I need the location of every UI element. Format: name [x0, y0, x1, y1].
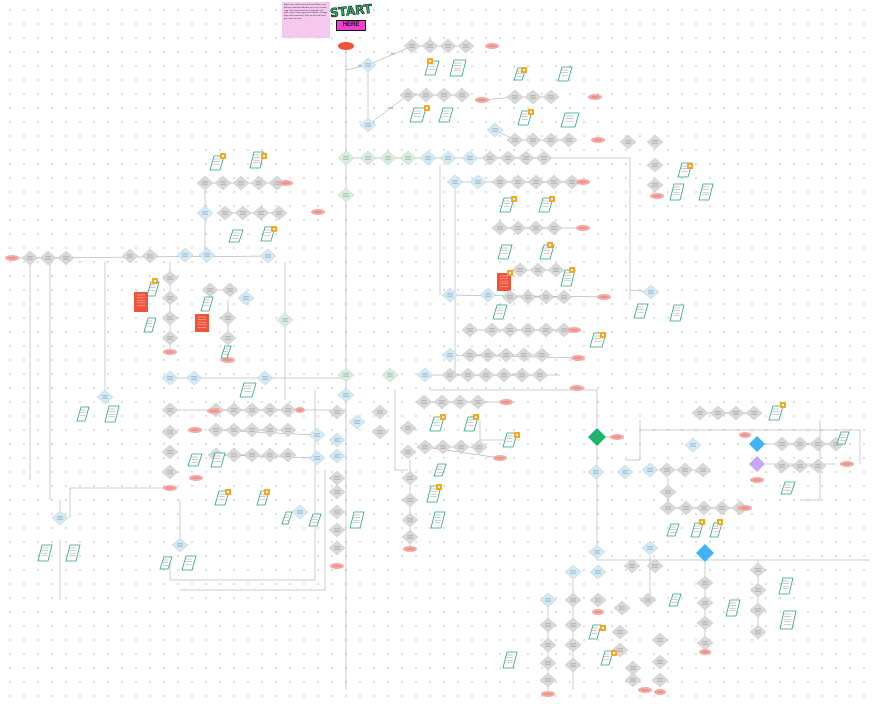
document-node[interactable] — [220, 345, 232, 359]
warning-note[interactable] — [134, 292, 148, 312]
document-node[interactable] — [600, 650, 614, 666]
document-node[interactable] — [424, 60, 440, 76]
comment-badge-dot — [529, 110, 533, 114]
document-node[interactable] — [308, 513, 322, 527]
document-node[interactable] — [588, 624, 602, 640]
comment-badge-dot — [688, 164, 692, 168]
document-node[interactable] — [200, 296, 214, 312]
document-node[interactable] — [633, 303, 649, 319]
connector-line — [367, 94, 409, 126]
comment-badge-dot — [508, 271, 512, 275]
document-node[interactable] — [228, 229, 244, 243]
connector-line — [625, 420, 641, 461]
comment-badge-dot — [781, 403, 785, 407]
highlight-decision-node[interactable] — [696, 544, 714, 562]
document-node[interactable] — [497, 244, 513, 260]
comment-badge-dot — [437, 485, 441, 489]
document-node[interactable] — [668, 593, 682, 607]
document-node[interactable] — [557, 66, 573, 82]
document-node[interactable] — [560, 112, 580, 128]
document-node[interactable] — [143, 317, 157, 333]
document-node[interactable] — [492, 304, 508, 320]
comment-badge-dot — [428, 59, 432, 63]
document-node[interactable] — [690, 522, 704, 538]
comment-badge-dot — [612, 651, 616, 655]
comment-badge-dot — [474, 415, 478, 419]
start-node[interactable] — [338, 42, 354, 50]
comment-badge-dot — [441, 415, 445, 419]
comment-badge-dot — [570, 268, 574, 272]
comment-badge-dot — [601, 333, 605, 337]
start-here-logo: START HERE — [329, 1, 373, 32]
here-ribbon: HERE — [336, 20, 366, 31]
connector-line — [180, 470, 326, 591]
highlight-decision-node[interactable] — [749, 436, 765, 452]
connector-line — [394, 390, 408, 471]
comment-badge-dot — [718, 520, 722, 524]
document-node[interactable] — [281, 511, 293, 525]
comment-badge-dot — [221, 154, 225, 158]
document-node[interactable] — [438, 107, 454, 123]
document-node[interactable] — [709, 522, 723, 538]
document-node[interactable] — [768, 405, 784, 421]
document-node[interactable] — [779, 610, 797, 630]
document-node[interactable] — [181, 555, 197, 571]
document-node[interactable] — [499, 197, 515, 213]
document-node[interactable] — [780, 481, 796, 495]
comment-badge-dot — [153, 279, 157, 283]
comment-badge-dot — [550, 197, 554, 201]
shape-layer — [5, 38, 854, 697]
connector-line — [430, 389, 598, 428]
document-node[interactable] — [76, 406, 90, 422]
comment-badge-dot — [512, 197, 516, 201]
document-node[interactable] — [666, 523, 680, 537]
connector-line — [640, 429, 861, 464]
document-node[interactable] — [502, 432, 518, 448]
comment-badge-dot — [601, 626, 605, 630]
comment-badge-dot — [272, 227, 276, 231]
connector-line — [169, 390, 316, 581]
comment-badge-dot — [265, 490, 269, 494]
document-node[interactable] — [187, 453, 203, 467]
comment-badge-dot — [700, 520, 704, 524]
primary-decision-node[interactable] — [588, 428, 606, 446]
comment-badge-dot — [226, 490, 230, 494]
edge-label: No — [391, 52, 395, 56]
document-node[interactable] — [210, 452, 226, 468]
instructions-sticky-note[interactable]: Begin here at the start oval and follow … — [282, 2, 330, 38]
comment-badge-dot — [522, 68, 526, 72]
document-node[interactable] — [239, 382, 257, 398]
connector-line — [367, 45, 413, 66]
document-node[interactable] — [409, 107, 427, 123]
comment-badge-dot — [262, 154, 266, 158]
document-node[interactable] — [433, 463, 447, 477]
document-node[interactable] — [836, 431, 850, 445]
document-node[interactable] — [146, 281, 160, 297]
comment-badge-dot — [548, 243, 552, 247]
instructions-text: Begin here at the start oval and follow … — [284, 4, 328, 20]
comment-badge-dot — [515, 433, 519, 437]
warning-note[interactable] — [195, 314, 209, 332]
highlight-decision-node[interactable] — [749, 456, 765, 472]
connector-line — [69, 487, 170, 518]
comment-badge-dot — [425, 106, 429, 110]
edge-label: Yes — [389, 106, 394, 110]
